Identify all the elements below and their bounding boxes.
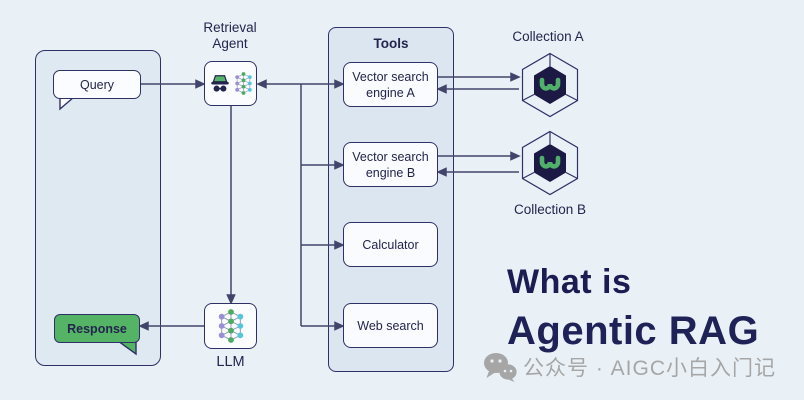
arrow-query-to-agent — [141, 79, 206, 89]
incognito-agent-icon — [210, 74, 229, 92]
arrow-agent-tools-bidirectional — [256, 79, 345, 89]
response-bubble: Response — [54, 314, 140, 343]
tool-vector-search-b: Vector search engine B — [343, 142, 438, 187]
heading-agentic-rag: Agentic RAG — [507, 309, 760, 353]
heading-what-is: What is — [507, 263, 632, 301]
watermark: 公众号 · AIGC小白入门记 — [483, 352, 776, 382]
collection-a-label: Collection A — [512, 29, 584, 44]
tool-vector-search-a: Vector search engine A — [343, 62, 438, 107]
conversation-panel — [35, 50, 161, 366]
tool-web-search: Web search — [343, 303, 438, 348]
query-label: Query — [79, 77, 115, 92]
collection-b-label: Collection B — [513, 202, 587, 217]
arrows-vse-a-collection-a — [436, 72, 521, 94]
retrieval-agent-box — [204, 61, 257, 106]
tool-calculator: Calculator — [343, 222, 438, 267]
weaviate-hexagon-icon — [521, 130, 579, 196]
arrows-vse-b-collection-b — [436, 151, 521, 177]
tools-panel-title: Tools — [373, 36, 409, 51]
query-bubble: Query — [53, 70, 141, 99]
watermark-text: 公众号 · AIGC小白入门记 — [523, 357, 777, 380]
retrieval-agent-label: Retrieval Agent — [203, 20, 257, 51]
weaviate-hexagon-icon — [521, 52, 579, 118]
arrow-llm-to-response — [138, 321, 204, 331]
neural-network-icon — [218, 309, 243, 343]
wechat-icon — [484, 353, 517, 382]
llm-box — [204, 303, 257, 349]
tools-branch-lines — [300, 84, 345, 331]
llm-label: LLM — [216, 354, 245, 370]
arrow-agent-to-llm — [226, 106, 236, 305]
response-label: Response — [67, 321, 127, 336]
neural-network-icon — [234, 72, 252, 95]
